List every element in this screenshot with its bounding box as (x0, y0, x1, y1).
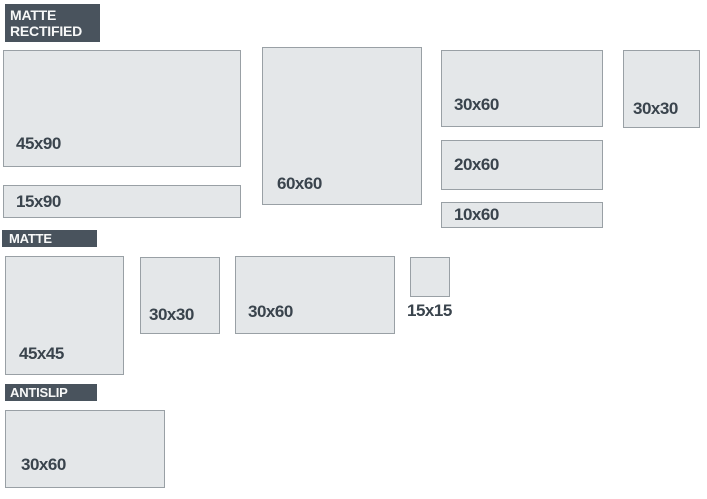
tile-matte-rectified-10x60: 10x60 (441, 202, 603, 228)
tile-size-label: 15x90 (16, 191, 61, 211)
tile-matte-rectified-20x60: 20x60 (441, 140, 603, 190)
tile-size-label: 30x60 (454, 95, 499, 114)
section-header-matte: MATTE (2, 230, 97, 247)
tile-size-label: 15x15 (407, 301, 452, 320)
tile-size-label: 10x60 (454, 205, 499, 224)
section-header-antislip: ANTISLIP (5, 384, 97, 401)
tile-matte-rectified-60x60: 60x60 (262, 47, 422, 205)
tile-size-label: 30x60 (248, 302, 293, 321)
tile-matte-rectified-30x60: 30x60 (441, 50, 603, 127)
tile-antislip-30x60: 30x60 (5, 410, 165, 488)
tile-matte-rectified-45x90: 45x90 (3, 50, 241, 167)
tile-size-label: 30x60 (21, 455, 66, 474)
tile-matte-30x60: 30x60 (235, 256, 395, 334)
tile-matte-30x30: 30x30 (140, 257, 220, 334)
tile-matte-15x15 (410, 257, 450, 297)
tile-matte-45x45: 45x45 (5, 256, 124, 375)
tile-matte-rectified-15x90: 15x90 (3, 185, 241, 218)
tile-matte-rectified-30x30: 30x30 (623, 50, 700, 128)
tile-size-label: 45x45 (19, 344, 64, 363)
section-header-matte-rectified: MATTE RECTIFIED (5, 4, 100, 42)
tile-size-label: 20x60 (454, 155, 499, 174)
tile-size-label: 30x30 (149, 305, 194, 324)
tile-size-label: 30x30 (633, 99, 678, 118)
tile-size-label: 45x90 (16, 134, 61, 153)
tile-size-label: 60x60 (277, 174, 322, 193)
